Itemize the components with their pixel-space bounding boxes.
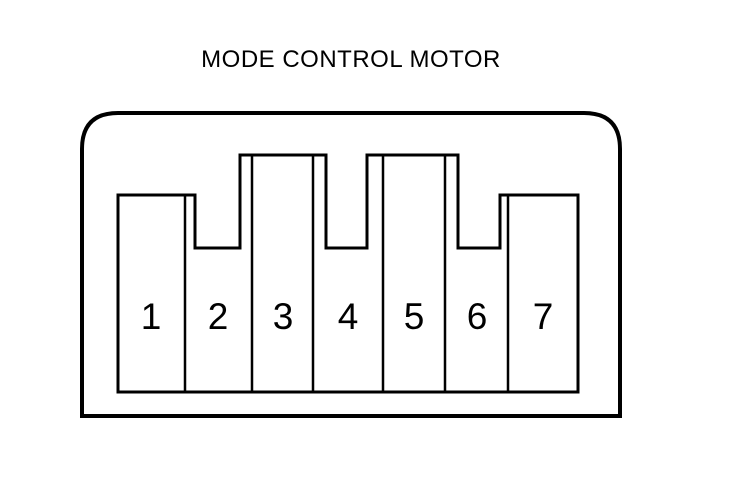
pin-label-5: 5 [404,296,425,337]
pin-label-4: 4 [338,296,359,337]
connector-housing-outline [80,111,622,418]
pin-cavity-outline [116,153,580,394]
pin-label-2: 2 [208,296,229,337]
pin-label-1: 1 [141,296,162,337]
pin-label-6: 6 [467,296,488,337]
diagram-title: MODE CONTROL MOTOR [201,46,501,73]
pin-label-3: 3 [273,296,294,337]
pin-label-7: 7 [533,296,554,337]
